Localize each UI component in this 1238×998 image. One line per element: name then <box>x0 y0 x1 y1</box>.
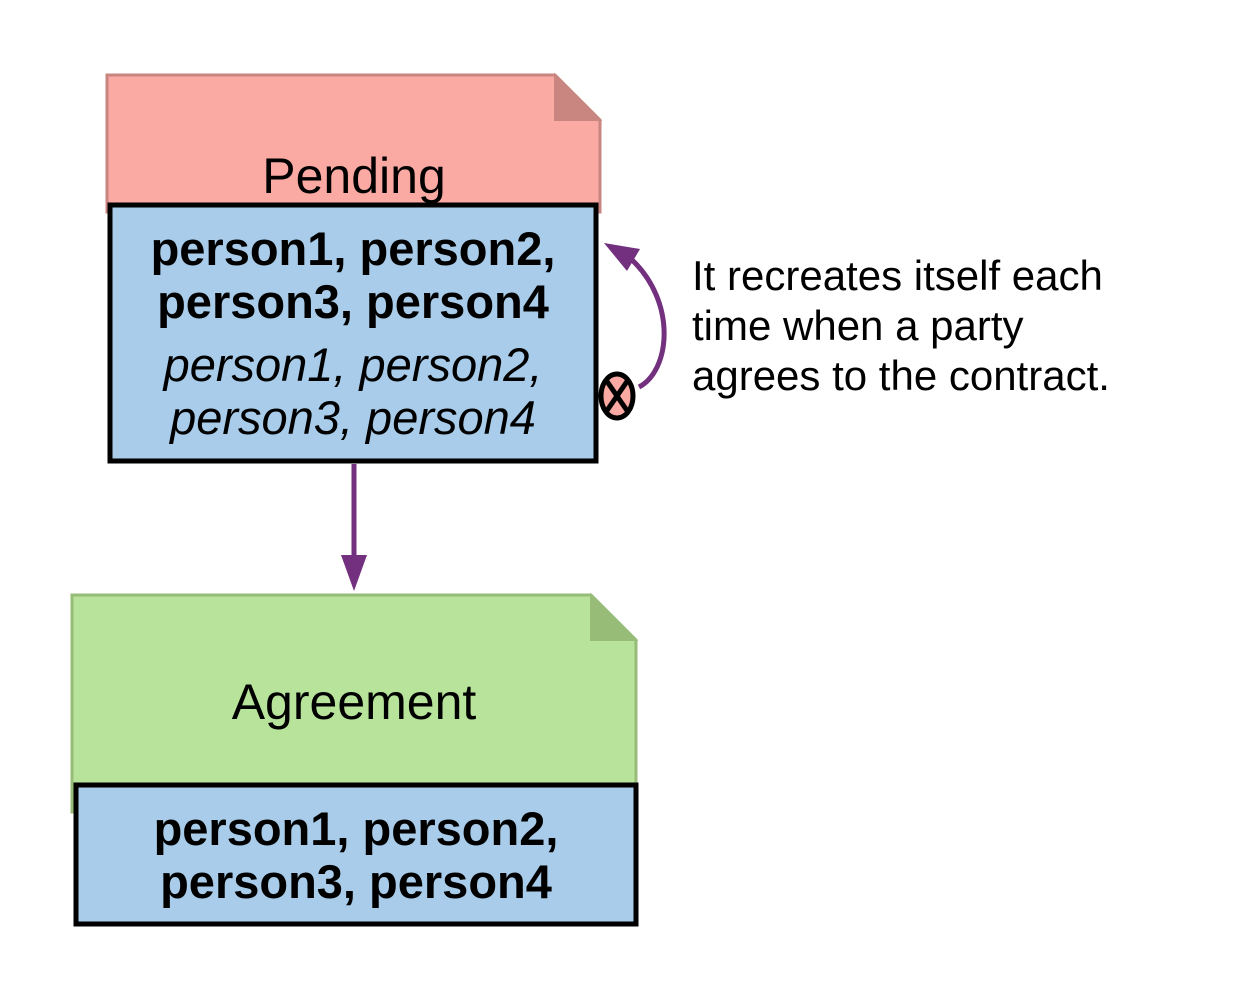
circle-cross-icon <box>598 371 636 421</box>
agreement-note-header <box>70 593 638 814</box>
self-loop-arrow-head-icon <box>604 243 640 271</box>
agreement-note-fold-icon <box>590 592 639 641</box>
observer-line: person1, person2, <box>163 338 543 391</box>
agreement-body-box <box>73 782 639 927</box>
circle-cross-line-2 <box>603 378 631 414</box>
signatory-line: person1, person2, <box>153 801 559 855</box>
agreement-title: Agreement <box>231 674 477 730</box>
down-arrow-head-icon <box>341 555 367 591</box>
signatory-line: person1, person2, <box>150 222 556 275</box>
pending-signatories: person1, person2, person3, person4 <box>151 222 556 328</box>
signatory-line: person3, person4 <box>157 275 549 328</box>
observer-line: person3, person4 <box>170 391 536 444</box>
agreement-parties: person1, person2, person3, person4 <box>76 785 636 924</box>
annotation-line: agrees to the contract. <box>692 352 1110 399</box>
pending-parties: person1, person2, person3, person4 perso… <box>110 205 596 461</box>
signatory-line: person3, person4 <box>160 854 552 908</box>
annotation-line: time when a party <box>692 302 1024 349</box>
pending-note-fold-icon <box>554 72 603 121</box>
pending-body-box <box>107 202 599 464</box>
pending-observers: person1, person2, person3, person4 <box>164 338 543 444</box>
self-loop-arrow <box>628 256 667 390</box>
annotation-line: It recreates itself each <box>692 252 1103 299</box>
pending-title: Pending <box>262 148 446 204</box>
pending-note-header <box>105 73 602 214</box>
agreement-signatories: person1, person2, person3, person4 <box>154 802 559 908</box>
recreate-annotation: It recreates itself each time when a par… <box>692 251 1110 401</box>
